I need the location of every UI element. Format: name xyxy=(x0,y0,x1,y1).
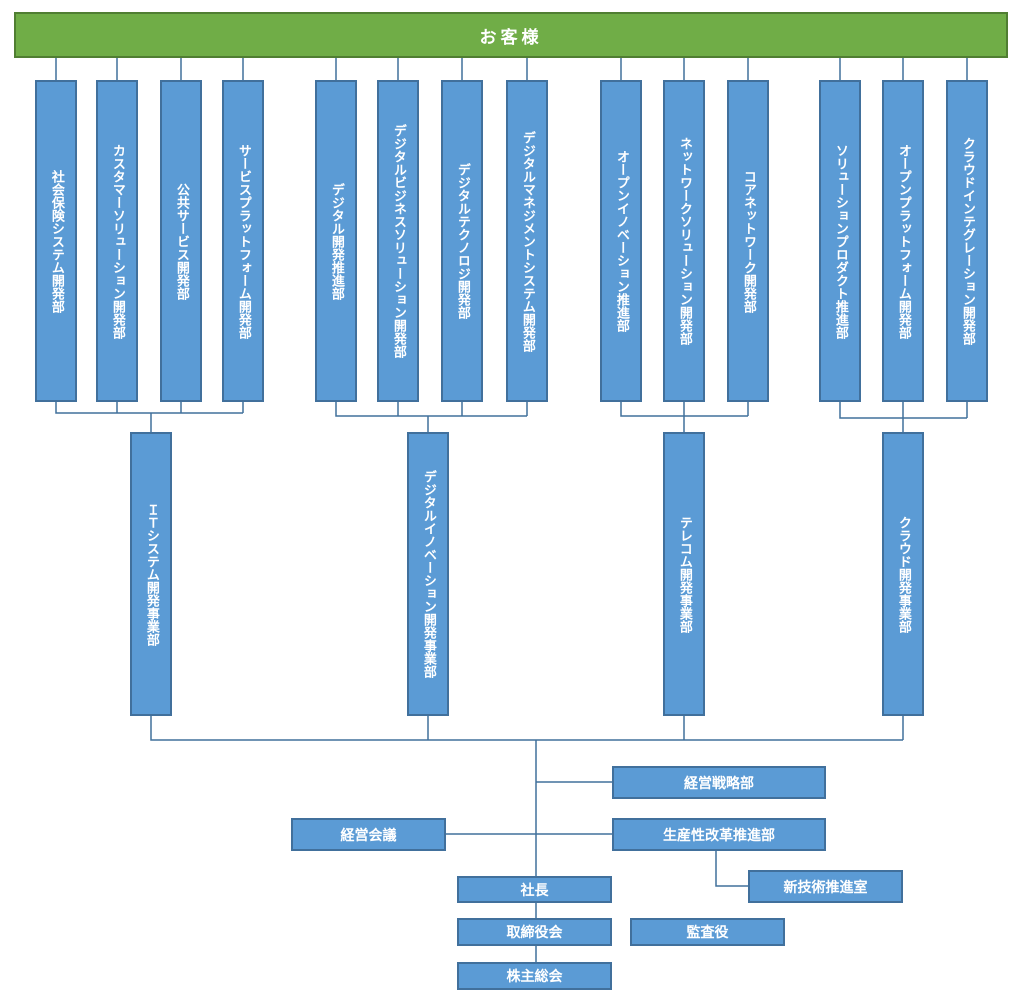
strategy-dept-box: 経営戦略部 xyxy=(612,766,826,799)
dept-box: デジタル開発推進部 xyxy=(315,80,357,402)
new-tech-office-box: 新技術推進室 xyxy=(748,870,903,903)
president-box: 社長 xyxy=(457,876,612,903)
division-box: クラウド開発事業部 xyxy=(882,432,924,716)
dept-box: デジタルビジネスソリューション開発部 xyxy=(377,80,419,402)
division-box: デジタルイノベーション開発事業部 xyxy=(407,432,449,716)
dept-box: 公共サービス開発部 xyxy=(160,80,202,402)
dept-box: サービスプラットフォーム開発部 xyxy=(222,80,264,402)
dept-box: カスタマーソリューション開発部 xyxy=(96,80,138,402)
management-council-box: 経営会議 xyxy=(291,818,446,851)
dept-box: 社会保険システム開発部 xyxy=(35,80,77,402)
productivity-dept-box: 生産性改革推進部 xyxy=(612,818,826,851)
customers-header: お客様 xyxy=(14,12,1008,58)
dept-box: ネットワークソリューション開発部 xyxy=(663,80,705,402)
dept-box: コアネットワーク開発部 xyxy=(727,80,769,402)
dept-box: オープンプラットフォーム開発部 xyxy=(882,80,924,402)
dept-box: クラウドインテグレーション開発部 xyxy=(946,80,988,402)
division-box: ＩＴシステム開発事業部 xyxy=(130,432,172,716)
division-box: テレコム開発事業部 xyxy=(663,432,705,716)
dept-box: オープンイノベーション推進部 xyxy=(600,80,642,402)
dept-box: デジタルテクノロジ開発部 xyxy=(441,80,483,402)
board-box: 取締役会 xyxy=(457,918,612,946)
shareholders-box: 株主総会 xyxy=(457,962,612,990)
dept-box: デジタルマネジメントシステム開発部 xyxy=(506,80,548,402)
dept-box: ソリューションプロダクト推進部 xyxy=(819,80,861,402)
auditor-box: 監査役 xyxy=(630,918,785,946)
